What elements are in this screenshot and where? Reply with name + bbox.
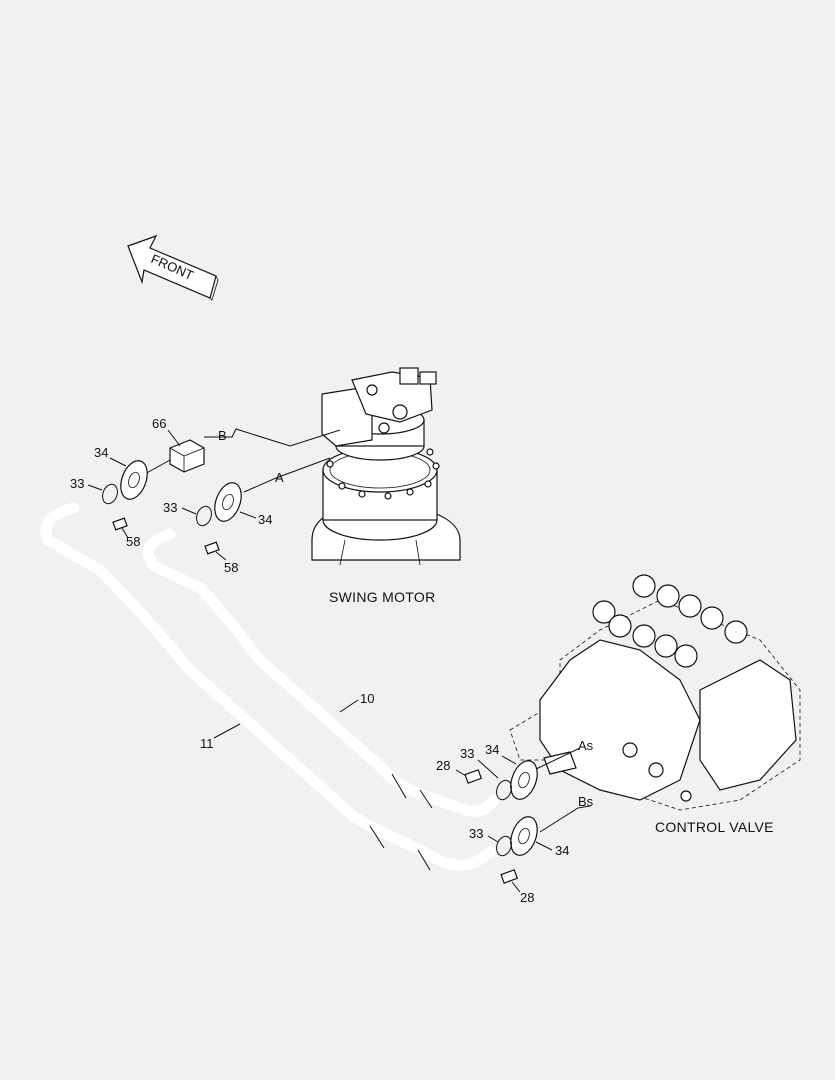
hose-10: 10 <box>142 528 500 817</box>
callout-34-c: 34 <box>485 742 499 757</box>
callout-10: 10 <box>360 691 374 706</box>
part-66-block: 66 <box>133 416 205 481</box>
swing-motor: SWING MOTOR <box>311 367 461 605</box>
callout-11: 11 <box>200 736 214 751</box>
callout-33-a: 33 <box>70 476 84 491</box>
callout-58-b: 58 <box>224 560 238 575</box>
callout-34-b: 34 <box>258 512 272 527</box>
callout-28-a: 28 <box>436 758 450 773</box>
valve-spools <box>592 574 748 668</box>
flange-group-upper-right: 33 34 58 <box>163 482 272 575</box>
front-arrow: FRONT <box>127 234 219 301</box>
callout-33-d: 33 <box>469 826 483 841</box>
swing-motor-label: SWING MOTOR <box>329 589 435 605</box>
control-valve-label: CONTROL VALVE <box>655 819 774 835</box>
port-a-label: A <box>275 470 284 485</box>
callout-58-a: 58 <box>126 534 140 549</box>
callout-33-c: 33 <box>460 746 474 761</box>
flange-group-lower-upper: 28 33 34 <box>436 742 538 801</box>
port-as-label: As <box>578 738 594 753</box>
motor-bolts <box>326 448 440 500</box>
hose-11: 11 <box>40 502 496 871</box>
port-bs-label: Bs <box>578 794 594 809</box>
callout-28-b: 28 <box>520 890 534 905</box>
control-valve: CONTROL VALVE <box>509 574 801 835</box>
callout-34-a: 34 <box>94 445 108 460</box>
flange-group-lower-lower: 33 34 28 <box>469 816 569 905</box>
callout-66: 66 <box>152 416 166 431</box>
callout-34-d: 34 <box>555 843 569 858</box>
port-b-label: B <box>218 428 227 443</box>
callout-33-b: 33 <box>163 500 177 515</box>
flange-group-upper-left: 34 33 58 <box>70 445 148 549</box>
